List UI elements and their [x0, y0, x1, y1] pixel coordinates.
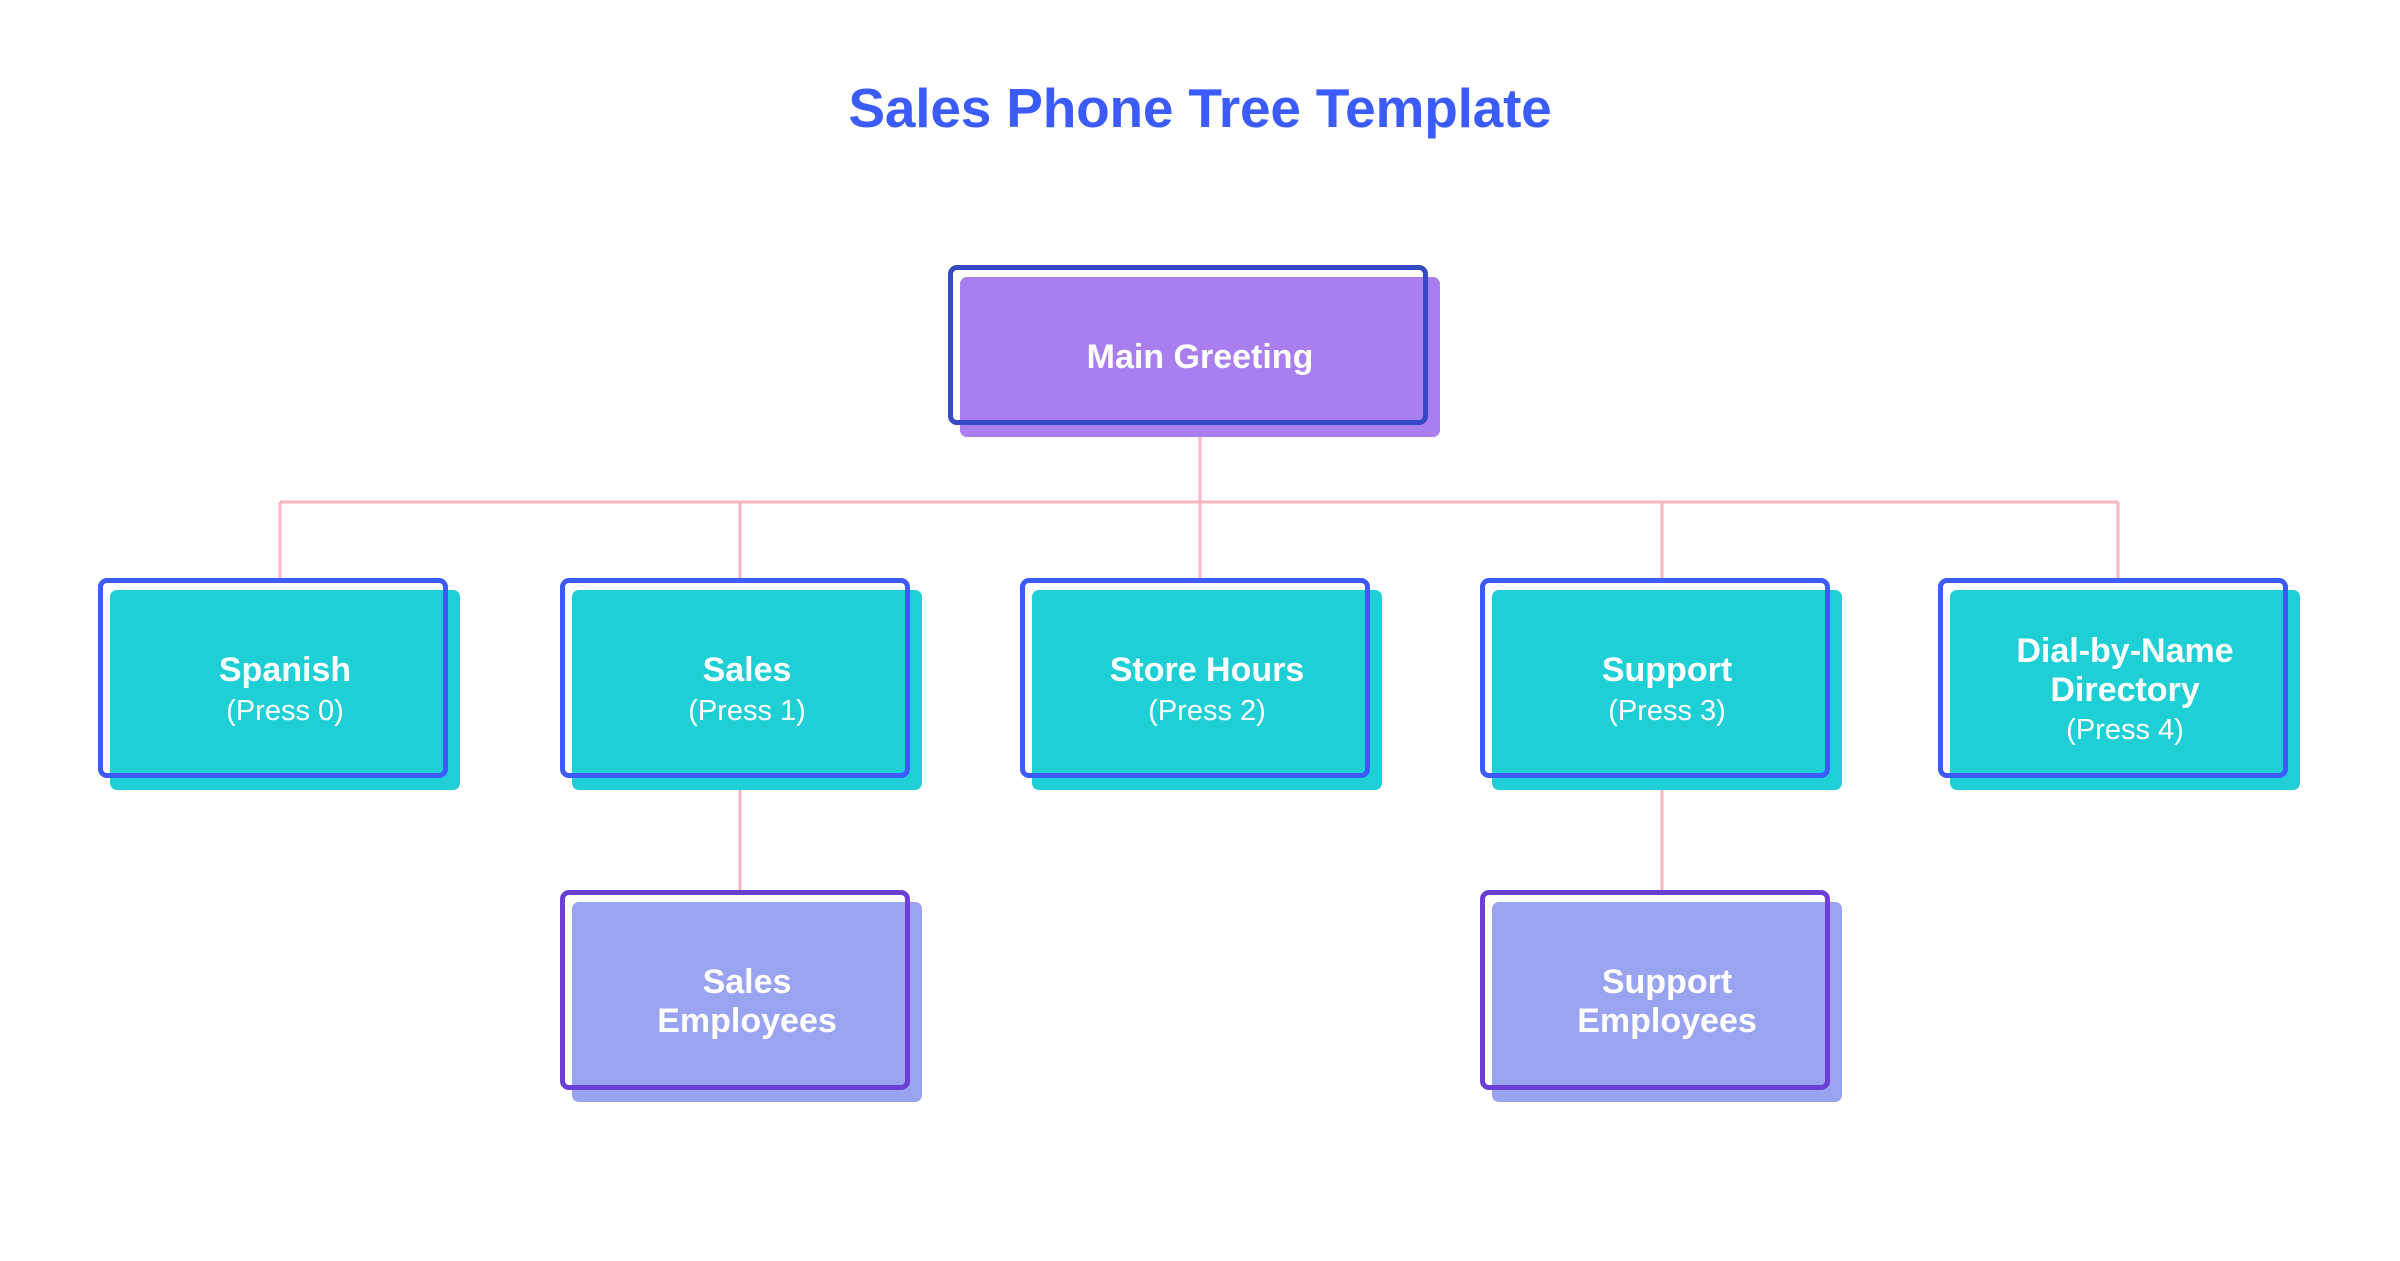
node-frame — [1938, 578, 2288, 778]
node-main-greeting[interactable]: Main Greeting — [948, 265, 1440, 437]
node-label: Support (Press 3) — [1492, 590, 1842, 790]
node-title: Support — [1601, 651, 1733, 690]
node-title: Main Greeting — [1086, 337, 1314, 376]
node-frame — [560, 890, 910, 1090]
node-frame — [560, 578, 910, 778]
node-fill — [110, 590, 460, 790]
node-spanish[interactable]: Spanish (Press 0) — [98, 578, 460, 790]
node-store-hours[interactable]: Store Hours (Press 2) — [1020, 578, 1382, 790]
node-fill — [1032, 590, 1382, 790]
node-label: Dial-by-Name Directory (Press 4) — [1950, 590, 2300, 790]
node-title: Spanish — [218, 651, 352, 690]
page-title: Sales Phone Tree Template — [848, 77, 1552, 139]
node-press: (Press 2) — [1148, 694, 1266, 727]
node-frame — [98, 578, 448, 778]
node-title: Sales Employees — [657, 963, 837, 1040]
node-label: Support Employees — [1492, 902, 1842, 1102]
node-label: Spanish (Press 0) — [110, 590, 460, 790]
node-fill — [960, 277, 1440, 437]
node-title: Dial-by-Name Directory — [2016, 631, 2234, 709]
node-fill — [1492, 902, 1842, 1102]
node-fill — [572, 902, 922, 1102]
node-fill — [572, 590, 922, 790]
node-support-employees[interactable]: Support Employees — [1480, 890, 1842, 1102]
node-support[interactable]: Support (Press 3) — [1480, 578, 1842, 790]
node-sales[interactable]: Sales (Press 1) — [560, 578, 922, 790]
node-frame — [1480, 578, 1830, 778]
node-title: Support Employees — [1577, 963, 1757, 1040]
node-frame — [1480, 890, 1830, 1090]
node-title: Sales — [702, 651, 792, 690]
node-press: (Press 4) — [2066, 714, 2184, 747]
node-press: (Press 0) — [226, 694, 344, 727]
node-press: (Press 1) — [688, 694, 806, 727]
node-fill — [1950, 590, 2300, 790]
node-label: Sales Employees — [572, 902, 922, 1102]
node-dial-by-name-directory[interactable]: Dial-by-Name Directory (Press 4) — [1938, 578, 2300, 790]
node-label: Store Hours (Press 2) — [1032, 590, 1382, 790]
node-press: (Press 3) — [1608, 694, 1726, 727]
node-label: Sales (Press 1) — [572, 590, 922, 790]
node-sales-employees[interactable]: Sales Employees — [560, 890, 922, 1102]
node-frame — [1020, 578, 1370, 778]
node-label: Main Greeting — [960, 277, 1440, 437]
node-fill — [1492, 590, 1842, 790]
node-title: Store Hours — [1109, 651, 1305, 690]
node-frame — [948, 265, 1428, 425]
